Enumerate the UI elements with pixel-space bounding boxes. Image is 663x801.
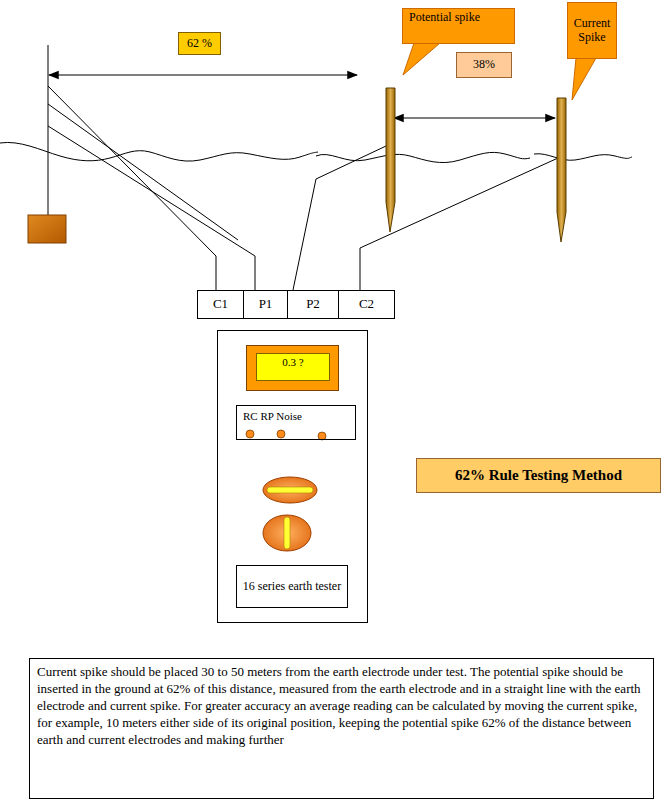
dimension-arrow [394,117,555,118]
range-knob [263,515,311,551]
indicator-lamp [318,432,326,440]
knob-pointer [267,487,313,493]
display-readout: 0.3 ? [256,353,330,381]
node-text: P2 [306,297,320,312]
model-label: 16 series earth tester [236,565,348,608]
terminal-label: P1 [243,290,288,319]
note-box: Current spike should be placed 30 to 50 … [29,658,654,799]
ground-line [316,152,530,162]
ground-line [534,154,632,161]
callout-tail [403,43,440,75]
terminal-label: C2 [338,290,395,319]
node-text: 62 % [187,37,212,51]
current-spike [557,98,566,242]
node-text: Current spike should be placed 30 to 50 … [37,664,646,748]
node-text: Current Spike [571,17,613,45]
callout-box: Potential spike [402,8,515,44]
wire [48,104,238,240]
node-text: P1 [259,297,273,312]
tester-body [218,331,368,623]
display-frame [247,346,339,391]
range-knob [263,477,317,503]
node-text: C1 [213,297,228,312]
node-text: 16 series earth tester [243,580,341,594]
indicator-lamp [246,430,254,438]
indicator-lamp [277,430,285,438]
callout-box: Current Spike [567,2,617,59]
node-text: C2 [359,297,374,312]
node-text: 0.3 ? [282,356,303,369]
node-text: RC RP Noise [243,410,302,423]
percent-box: 62 % [178,32,221,55]
potential-spike [386,88,395,232]
earth-electrode [28,215,66,243]
terminal-label: C1 [197,290,244,319]
electrode-pole [48,45,49,216]
callout-tail [572,58,596,100]
node-text: 38% [473,58,495,72]
indicator-panel: RC RP Noise [236,405,356,440]
node-text: 62% Rule Testing Method [455,467,622,484]
wire [48,86,216,290]
wire [293,146,386,290]
title-box: 62% Rule Testing Method [416,458,661,493]
node-text: Potential spike [409,11,480,25]
percent-box: 38% [456,52,512,78]
knob-pointer [284,517,290,549]
wire [48,126,255,290]
terminal-label: P2 [287,290,339,319]
dimension-arrow [49,74,357,75]
